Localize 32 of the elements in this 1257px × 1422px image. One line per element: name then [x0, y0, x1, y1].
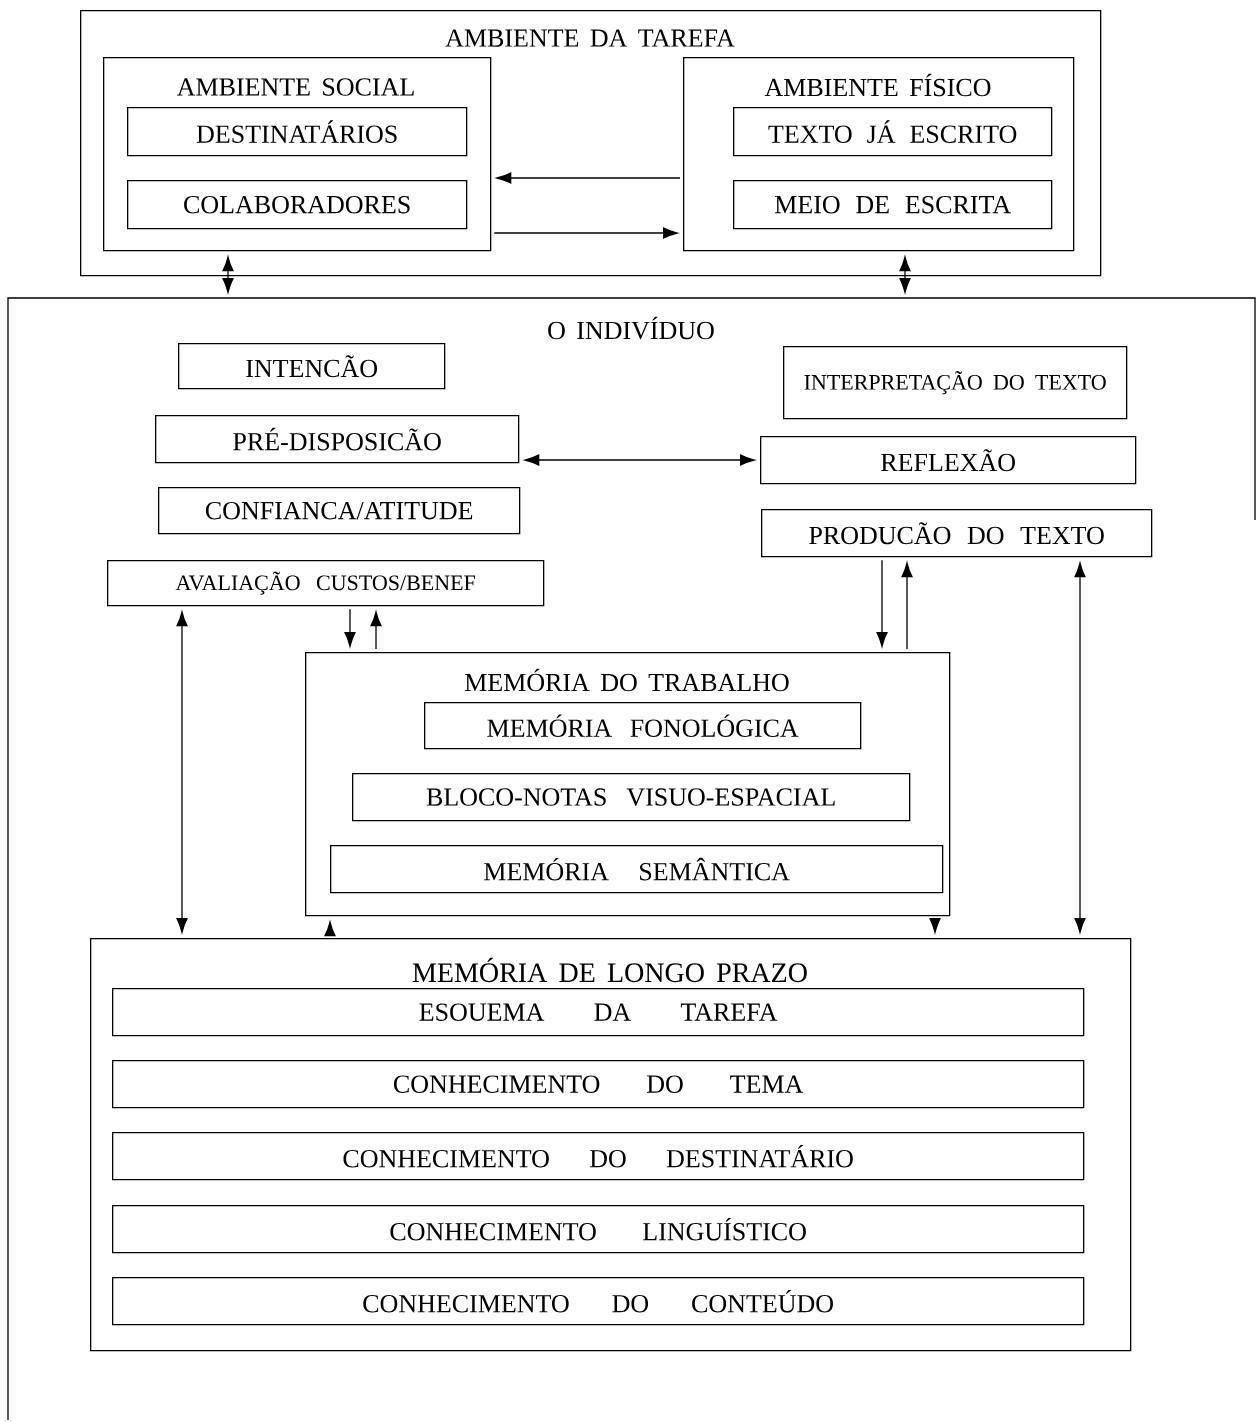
arrow [899, 256, 911, 293]
arrow [222, 256, 234, 293]
process-box: TEXTO JÁ ESCRITO [733, 107, 1053, 157]
arrow [901, 562, 913, 650]
process-box: AVALIAÇÃO CUSTOS/BENEF [107, 560, 545, 607]
process-box: INTERPRETAÇÃO DO TEXTO [783, 346, 1128, 420]
process-box: CONFIANCA/ATITUDE [158, 487, 521, 535]
process-box: MEMÓRIA SEMÂNTICA [330, 845, 944, 894]
process-box: CONHECIMENTO DO DESTINATÁRIO [112, 1132, 1085, 1181]
arrow [876, 559, 888, 647]
arrow [324, 921, 336, 937]
process-box: CONHECIMENTO LINGUÍSTICO [112, 1205, 1085, 1254]
arrow [370, 611, 382, 650]
arrow [496, 172, 681, 184]
process-box: DESTINATÁRIOS [127, 107, 468, 157]
arrow [524, 454, 755, 466]
process-box: CONHECIMENTO DO TEMA [112, 1060, 1085, 1109]
arrow [493, 227, 678, 239]
process-box: CONHECIMENTO DO CONTEÚDO [112, 1277, 1085, 1326]
process-box: PRODUCÃO DO TEXTO [761, 509, 1153, 558]
process-box: REFLEXÃO [760, 436, 1137, 485]
process-box: INTENCÃO [178, 343, 446, 390]
process-box: BLOCO-NOTAS VISUO-ESPACIAL [352, 773, 911, 822]
process-box: MEIO DE ESCRITA [733, 180, 1053, 230]
process-box: PRÉ-DISPOSICÃO [155, 415, 520, 464]
process-box: MEMÓRIA FONOLÓGICA [424, 702, 862, 750]
arrow [1074, 562, 1086, 933]
arrow [929, 918, 941, 933]
process-box: ESOUEMA DA TAREFA [112, 988, 1085, 1037]
process-box: COLABORADORES [127, 180, 468, 230]
arrow [344, 608, 356, 647]
arrow [176, 611, 188, 933]
